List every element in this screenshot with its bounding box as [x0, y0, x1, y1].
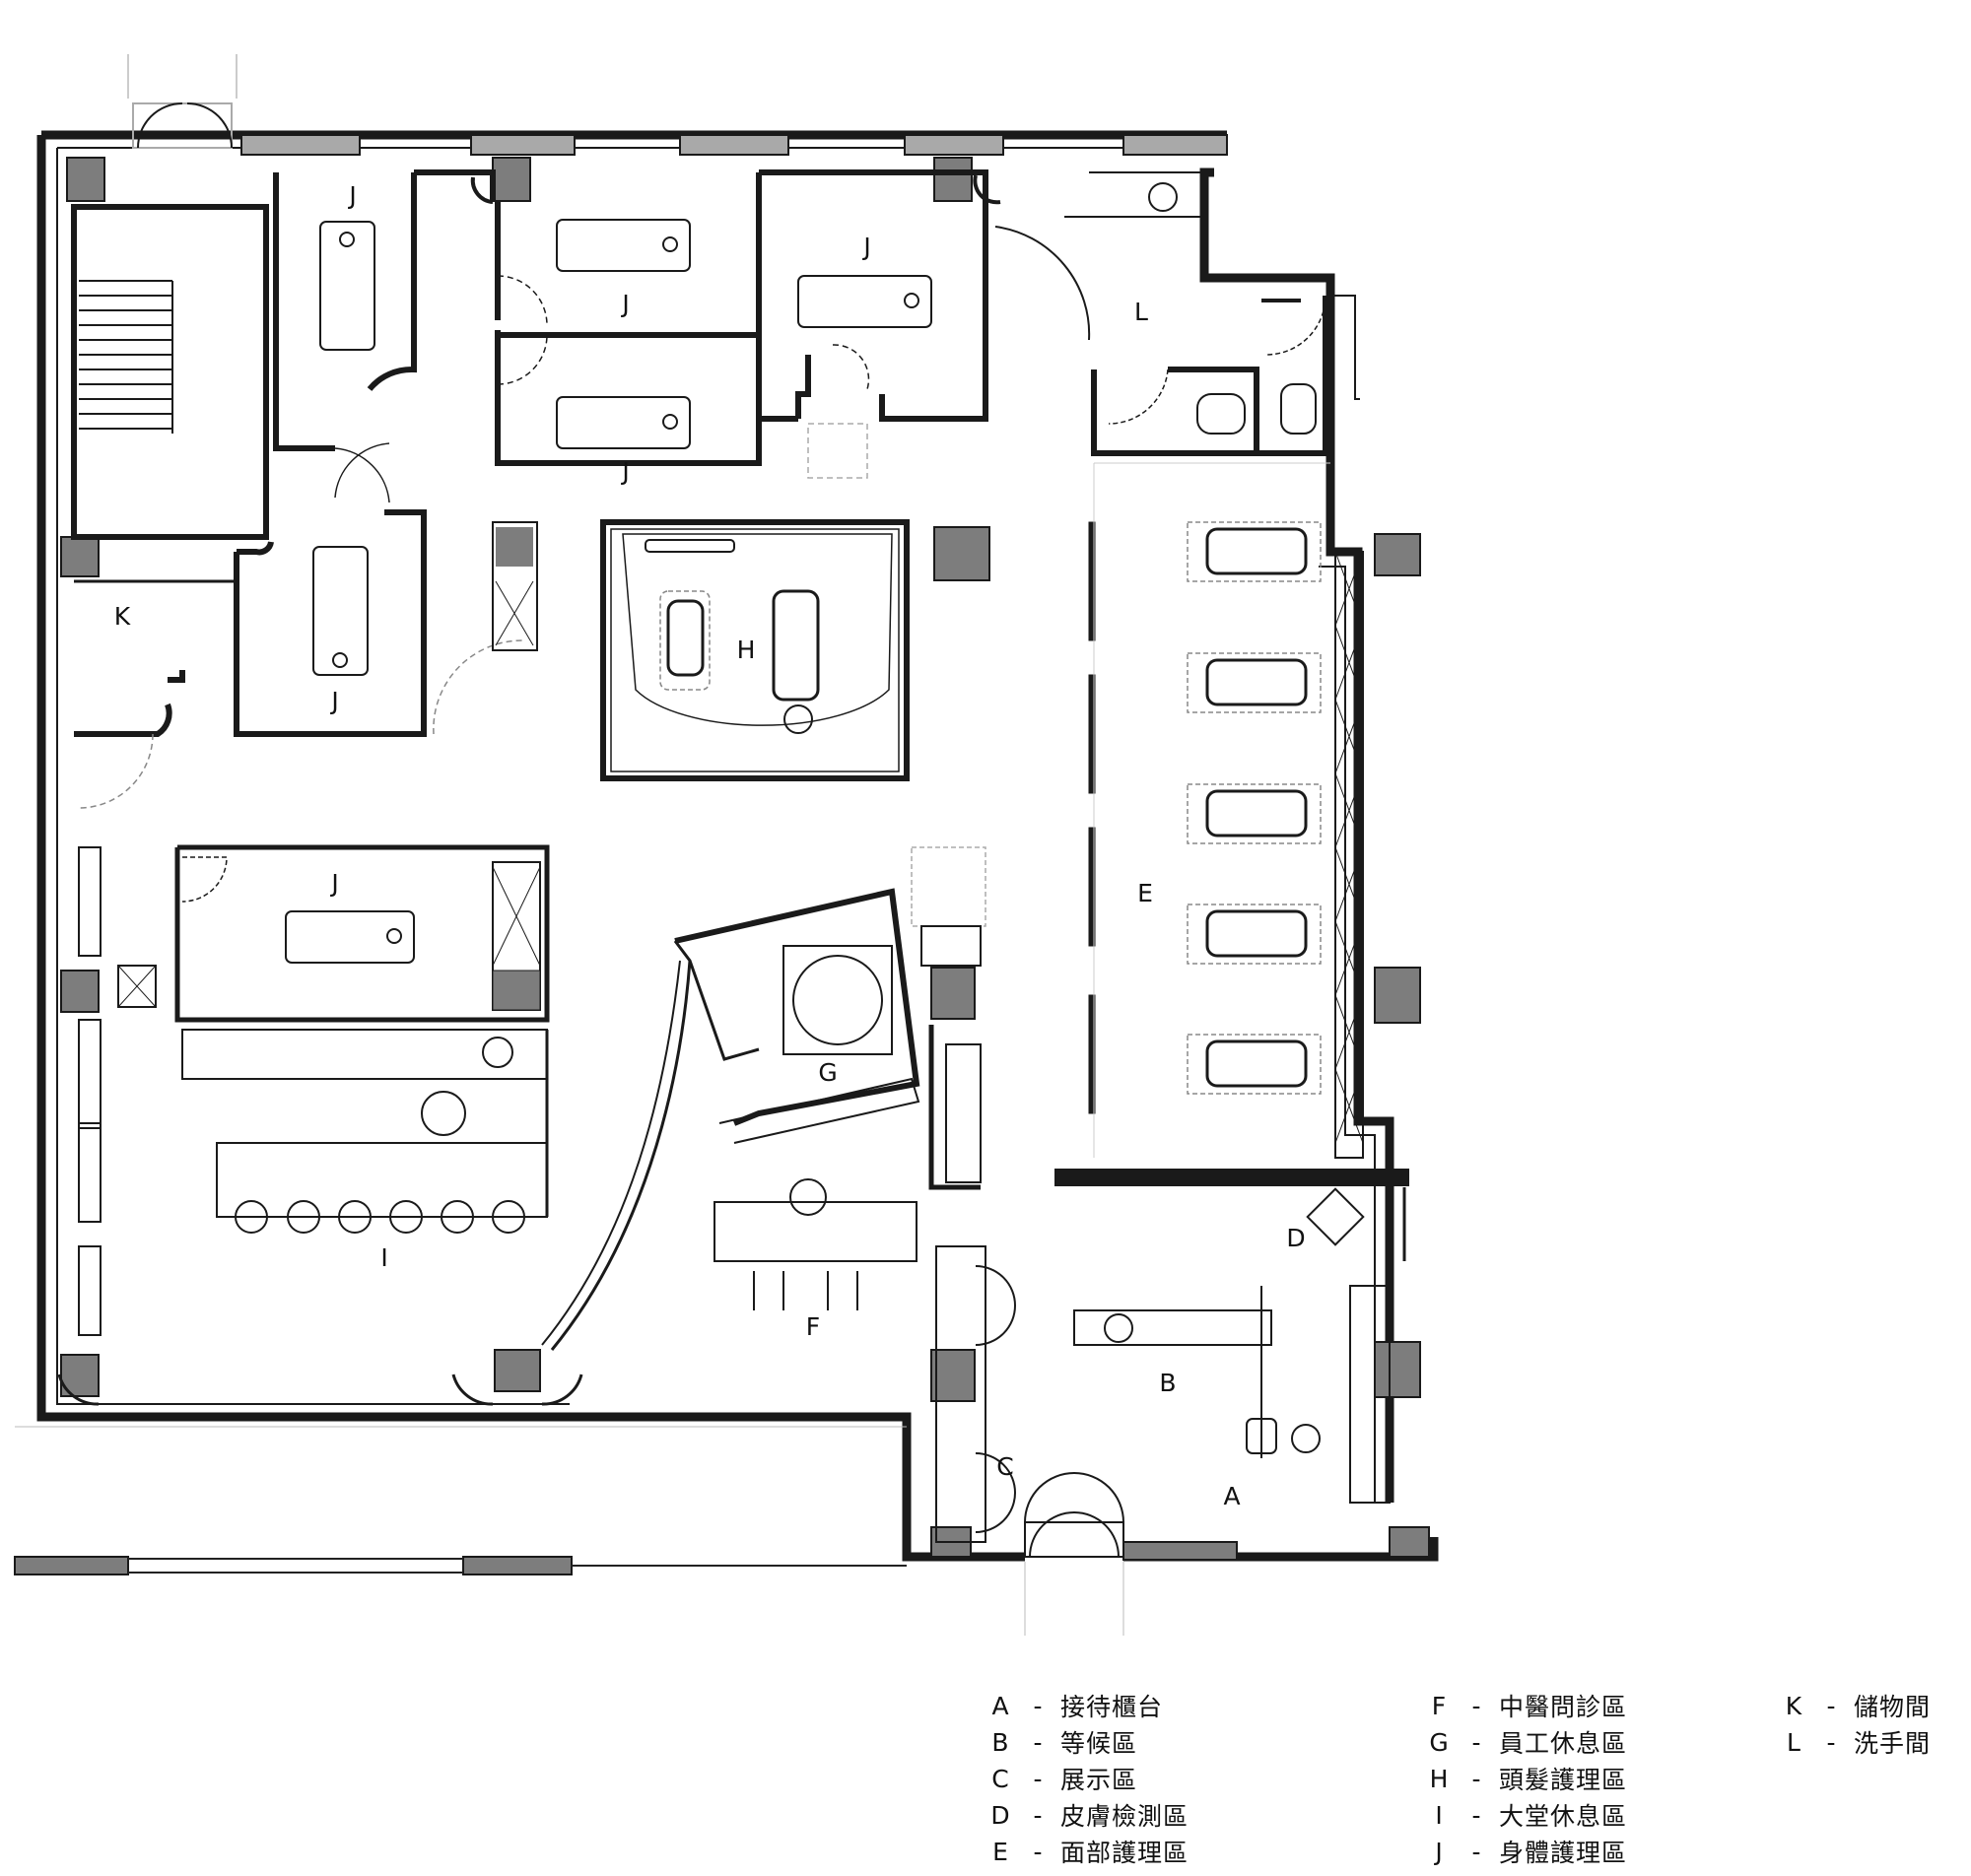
west-south-wall-a: [36, 135, 581, 1422]
column: [1374, 533, 1421, 576]
facial-chair: [1187, 783, 1322, 844]
label-e: E: [1137, 879, 1153, 907]
label-l: L: [1134, 298, 1148, 326]
label-j: J: [861, 233, 870, 261]
column: [933, 526, 990, 581]
facial-chair: [1187, 521, 1322, 582]
column: [66, 157, 105, 202]
staff-and-consult: [541, 846, 1016, 1543]
label-j: J: [620, 457, 629, 486]
label-d: D: [1286, 1224, 1305, 1252]
label-j: J: [620, 290, 629, 318]
treatment-rooms: [234, 169, 1001, 737]
label-j: J: [329, 869, 338, 898]
washroom: [994, 171, 1328, 456]
column: [494, 1349, 541, 1392]
column: [1374, 1341, 1421, 1398]
top-windows: [240, 134, 1228, 156]
facial-chair: [1187, 652, 1322, 713]
facial-treatment-area: [1088, 462, 1364, 1159]
outer-walls: [36, 130, 1439, 1562]
column: [60, 970, 100, 1013]
room-labels: J J J J J J K L H E G I F D B C A: [114, 181, 1306, 1510]
label-h: H: [737, 636, 756, 664]
label-b: B: [1159, 1369, 1176, 1397]
column: [60, 536, 100, 577]
column: [930, 967, 976, 1020]
south-wall-d: [1232, 1537, 1439, 1562]
label-j: J: [329, 687, 338, 715]
facial-chair: [1187, 904, 1322, 965]
columns: [60, 157, 1430, 1558]
reception-area: [1024, 1169, 1409, 1636]
lobby-area: [57, 844, 583, 1406]
label-c: C: [996, 1452, 1013, 1481]
staircase: [71, 54, 269, 540]
column: [930, 1349, 976, 1402]
column: [933, 157, 973, 202]
label-j: J: [347, 181, 356, 210]
label-f: F: [806, 1312, 820, 1341]
label-a: A: [1223, 1482, 1240, 1510]
outer-wall-inner-lines: [56, 147, 1376, 1503]
column: [1389, 1526, 1430, 1558]
facial-chair: [1187, 1034, 1322, 1095]
hair-treatment-area: [600, 519, 910, 781]
storage-room: [74, 521, 538, 809]
column: [1374, 967, 1421, 1024]
column: [492, 157, 531, 202]
label-g: G: [818, 1058, 837, 1087]
label-i: I: [380, 1243, 387, 1272]
label-k: K: [114, 602, 131, 631]
exterior-strip: [14, 1426, 907, 1575]
